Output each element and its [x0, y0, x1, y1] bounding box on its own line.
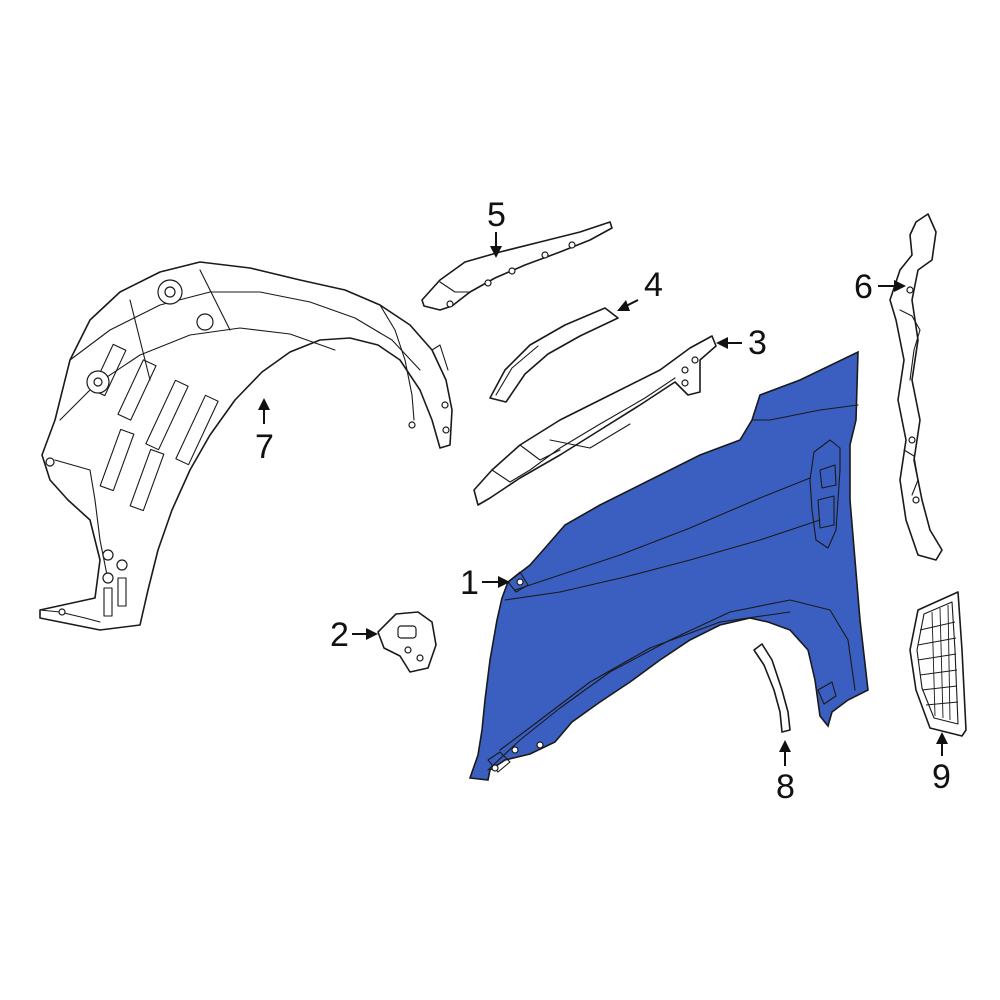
callout-6-label: 6 [854, 268, 873, 306]
callout-7-label: 7 [255, 428, 274, 466]
part-8-wheel-molding[interactable] [753, 643, 791, 733]
callout-5: 5 [487, 196, 506, 258]
part-6-support-panel[interactable] [889, 213, 943, 561]
callout-9: 9 [932, 732, 951, 796]
callout-5-label: 5 [487, 196, 506, 234]
part-1-fender[interactable] [468, 350, 869, 781]
callout-2: 2 [330, 616, 378, 654]
callout-3: 3 [716, 324, 767, 362]
callout-2-label: 2 [330, 616, 349, 654]
part-4-trim-strip[interactable] [489, 307, 619, 403]
callout-1: 1 [460, 564, 510, 602]
callout-8: 8 [776, 740, 795, 806]
callout-4-label: 4 [644, 266, 663, 304]
part-2-bracket[interactable] [377, 611, 437, 673]
part-3-fender-bracket[interactable] [473, 335, 717, 506]
callout-1-label: 1 [460, 564, 479, 602]
callout-8-label: 8 [776, 768, 795, 806]
part-9-vent-grille[interactable] [909, 591, 967, 737]
part-7-fender-liner[interactable] [39, 261, 453, 631]
part-5-upper-seal[interactable] [421, 221, 613, 311]
callout-3-label: 3 [748, 324, 767, 362]
callout-4: 4 [617, 266, 663, 311]
callout-7: 7 [255, 398, 274, 466]
callout-6: 6 [854, 268, 906, 306]
callout-9-label: 9 [932, 758, 951, 796]
